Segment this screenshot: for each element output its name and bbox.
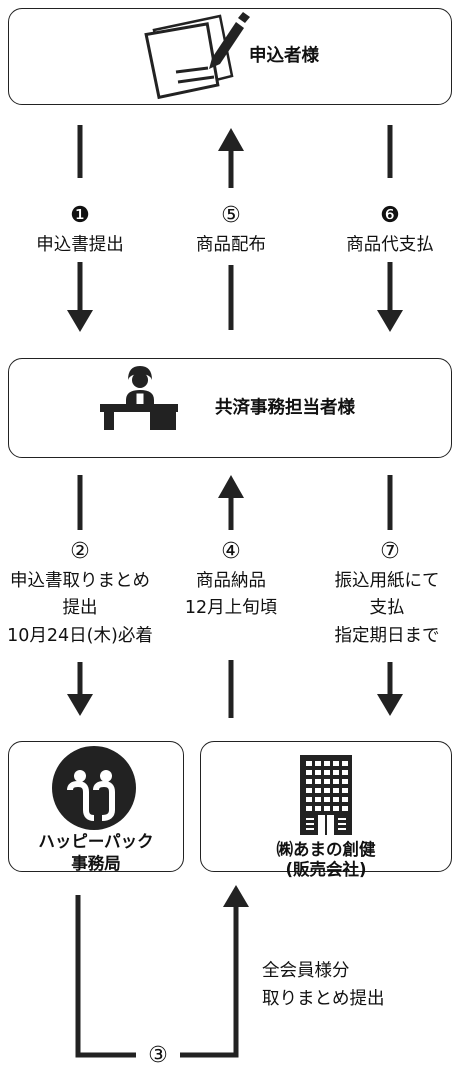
step7-line1: 振込用紙にて: [334, 571, 440, 591]
step1-number: ❶: [70, 203, 90, 228]
step4-number: ④: [221, 539, 241, 564]
officer-desk-icon: [100, 366, 178, 430]
step3-line1: 全会員様分: [262, 961, 350, 981]
step6-number: ❻: [380, 203, 400, 228]
step7-number: ⑦: [380, 539, 400, 564]
step3-line2: 取りまとめ提出: [262, 989, 385, 1009]
officer-title: 共済事務担当者様: [215, 398, 355, 418]
step6-text: 商品代支払: [346, 235, 434, 255]
arrow-step2: [67, 475, 93, 716]
step7-line2: 支払: [369, 598, 405, 618]
happy-pack-name-line1: ハッピーパック: [38, 832, 154, 851]
step7-line3: 指定期日まで: [334, 626, 440, 646]
arrow-step6: [377, 125, 403, 332]
step2-line3: 10月24日(木)必着: [7, 626, 153, 646]
happy-pack-logo-icon: [52, 746, 136, 830]
step4-line2: 12月上旬頃: [184, 598, 278, 618]
step2-line2: 提出: [62, 598, 98, 618]
arrow-step7: [377, 475, 403, 716]
arrow-step3: [75, 885, 249, 1058]
step2-line1: 申込書取りまとめ: [10, 571, 150, 591]
step5-number: ⑤: [221, 203, 241, 228]
step5-text: 商品配布: [196, 235, 266, 255]
happy-pack-name-line2: 事務局: [71, 854, 121, 873]
document-pen-icon: [144, 12, 250, 100]
arrow-step4: [218, 475, 244, 718]
building-icon: [300, 755, 352, 835]
amano-name-line1: ㈱あまの創健: [276, 840, 376, 859]
officer-box: 共済事務担当者様: [8, 358, 452, 458]
step4-line1: 商品納品: [196, 571, 266, 591]
applicant-box: 申込者様: [8, 8, 452, 105]
applicant-title: 申込者様: [249, 46, 319, 66]
step3-number: ③: [148, 1043, 168, 1068]
step1-text: 申込書提出: [36, 235, 124, 255]
amano-name-line2: (販売会社): [285, 860, 367, 879]
step2-number: ②: [70, 539, 90, 564]
arrow-step1: [67, 125, 93, 332]
arrow-step5: [218, 128, 244, 330]
